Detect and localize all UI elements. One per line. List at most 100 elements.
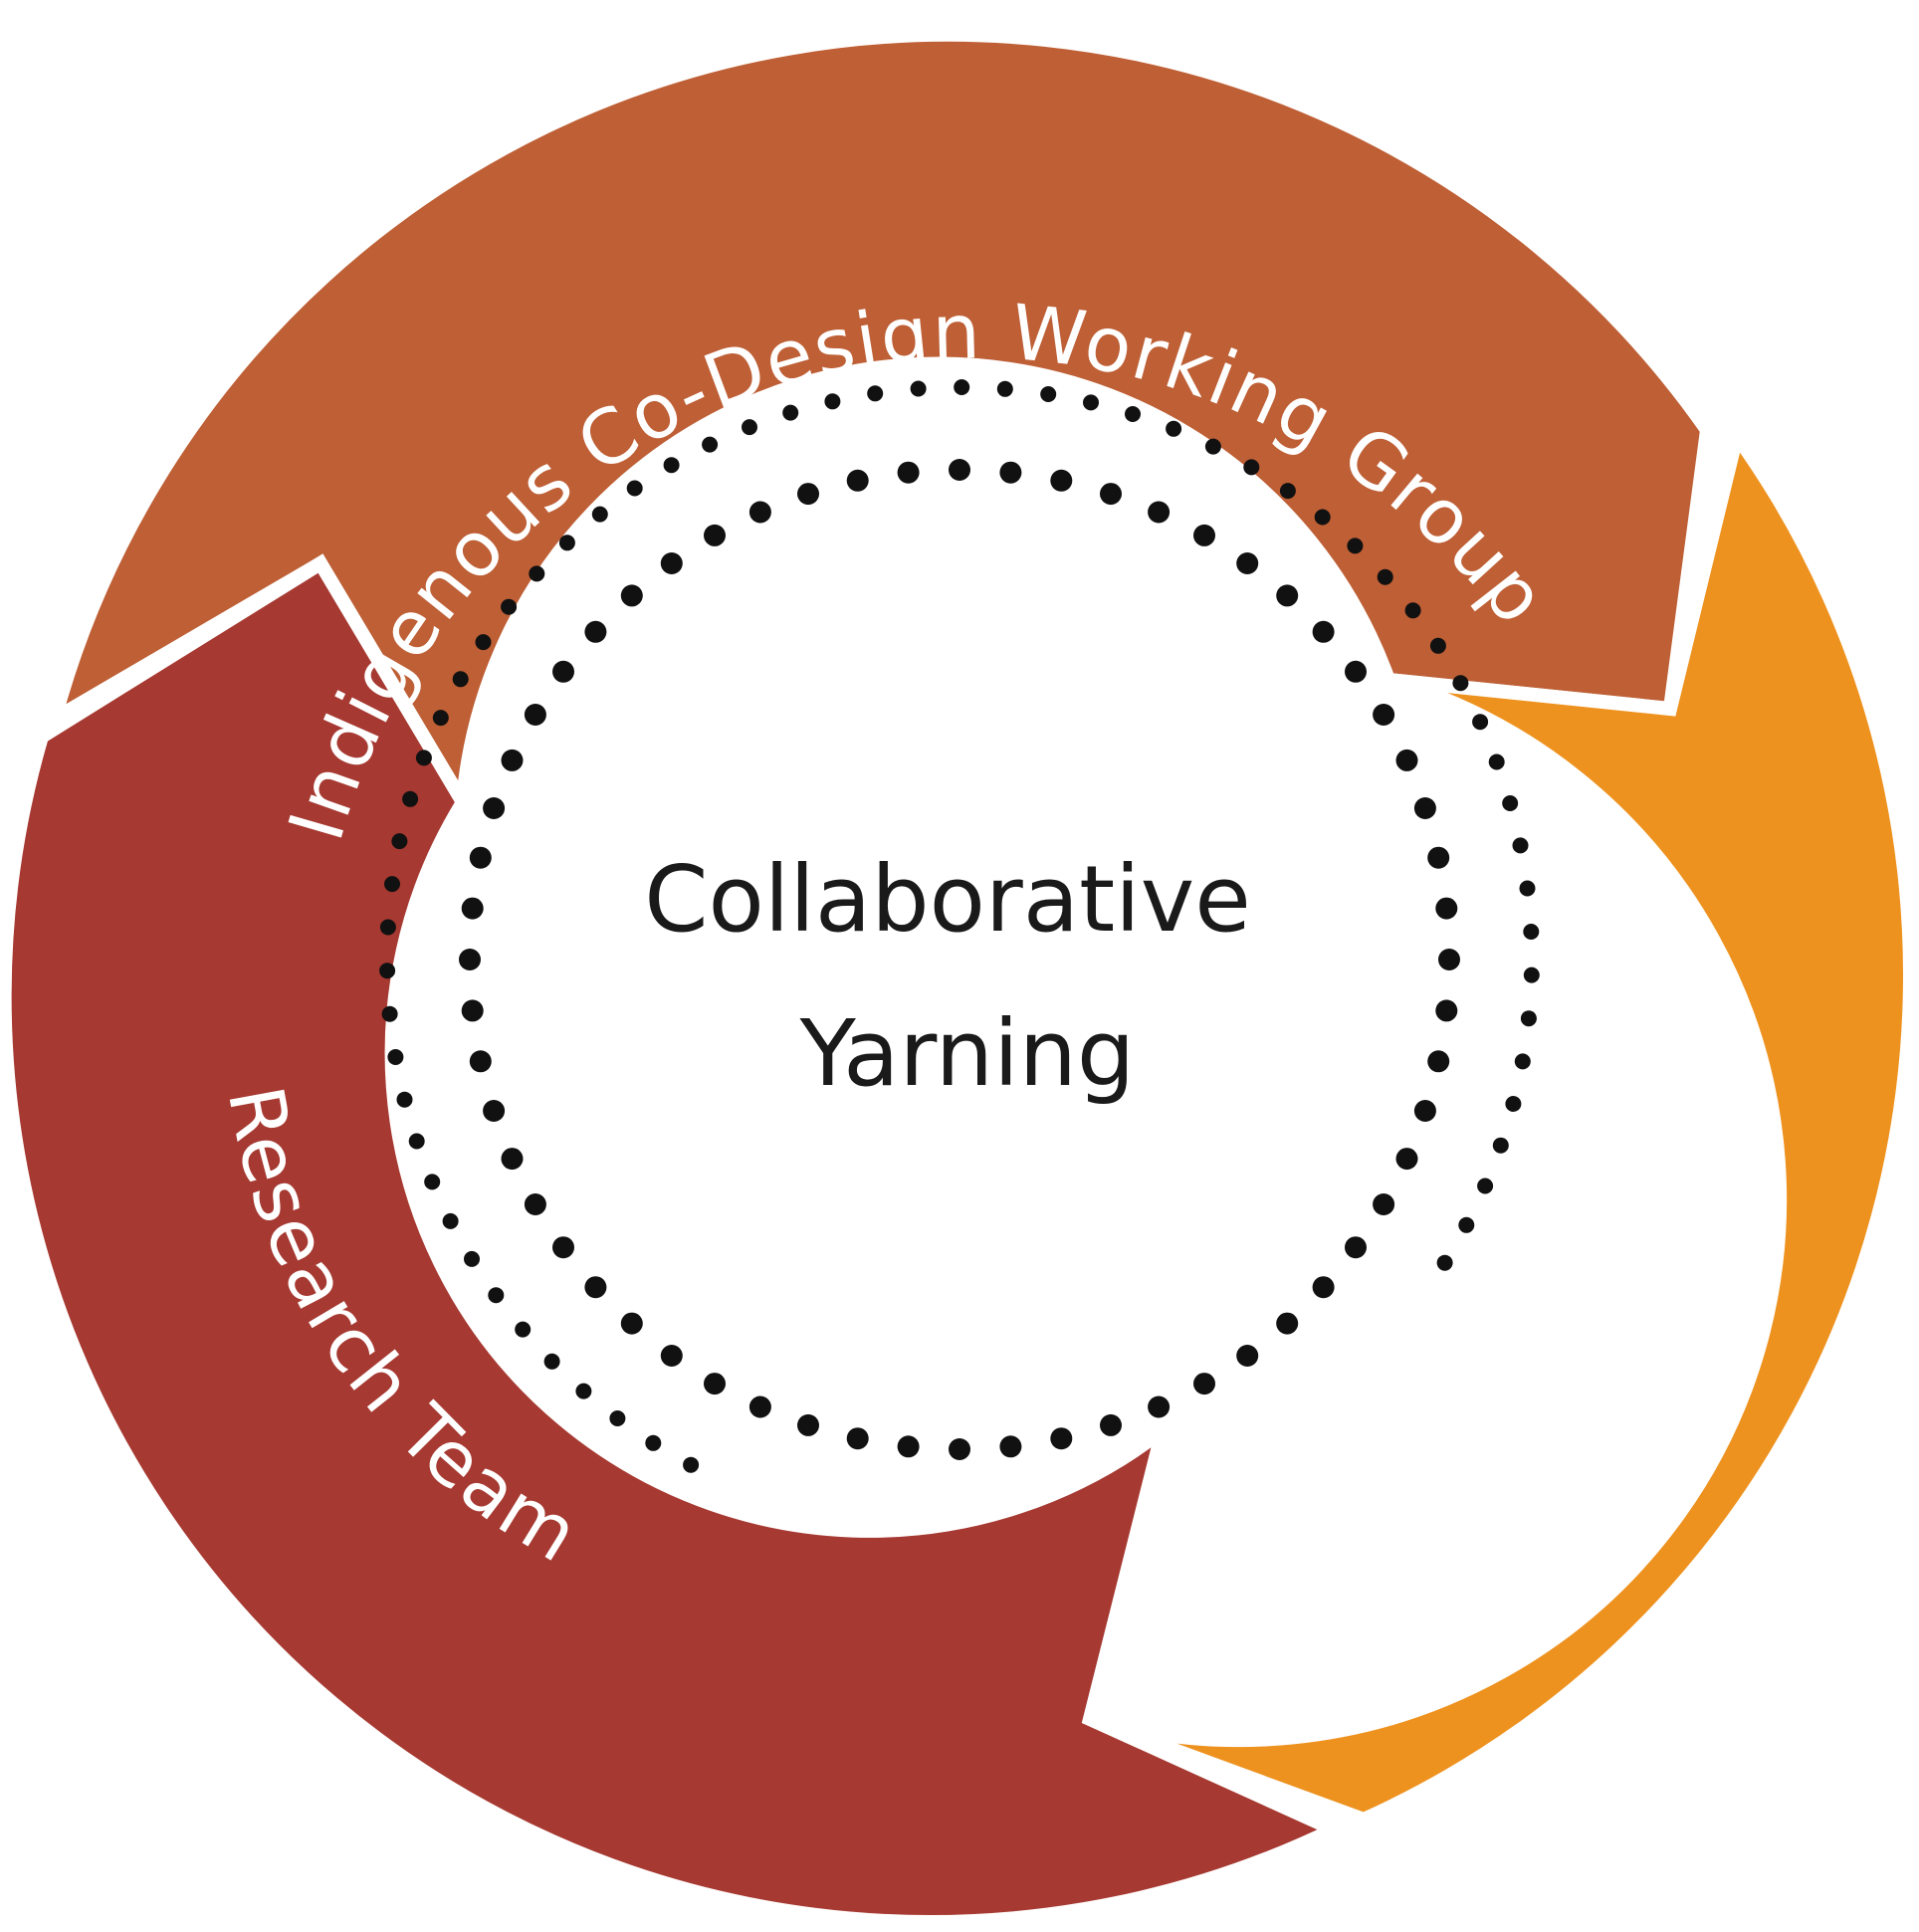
ring-dot bbox=[384, 876, 400, 893]
ring-dot bbox=[1148, 501, 1171, 524]
ring-dot bbox=[1279, 483, 1296, 500]
center-title-line1: Collaborative bbox=[644, 846, 1251, 953]
ring-dot bbox=[469, 1050, 492, 1073]
ring-dot bbox=[1492, 1137, 1509, 1154]
ring-dot bbox=[1050, 469, 1073, 492]
segment-cancer-australia bbox=[1087, 419, 1917, 1827]
segment-cancer-arrow bbox=[1087, 419, 1917, 1827]
ring-dot bbox=[1520, 1010, 1537, 1027]
ring-dot bbox=[1125, 406, 1141, 422]
ring-dot bbox=[897, 461, 920, 484]
ring-dot bbox=[1100, 483, 1122, 506]
ring-dot bbox=[645, 1434, 662, 1451]
ring-dot bbox=[391, 833, 408, 850]
ring-dot bbox=[1413, 1100, 1436, 1122]
ring-dot bbox=[846, 469, 869, 492]
ring-dot bbox=[1050, 1427, 1073, 1450]
ring-dot bbox=[999, 1435, 1022, 1458]
ring-dot bbox=[1148, 1395, 1171, 1418]
ring-dot bbox=[387, 1049, 404, 1065]
ring-dot bbox=[1477, 1178, 1494, 1194]
ring-dot bbox=[459, 949, 481, 970]
ring-dot bbox=[910, 380, 927, 397]
ring-dot bbox=[1243, 459, 1260, 476]
ring-dot bbox=[543, 1353, 560, 1370]
ring-dot bbox=[748, 1395, 771, 1418]
ring-dot bbox=[1204, 438, 1221, 455]
ring-dot bbox=[702, 436, 719, 453]
ring-dot bbox=[620, 584, 643, 607]
ring-dot bbox=[1395, 749, 1418, 771]
ring-dot bbox=[461, 897, 484, 920]
segment-research-team bbox=[0, 553, 1351, 1929]
ring-dot bbox=[1512, 837, 1529, 854]
ring-dot bbox=[1166, 420, 1182, 437]
ring-dot bbox=[1435, 999, 1458, 1022]
ring-dot bbox=[1345, 660, 1367, 683]
ring-dot bbox=[999, 461, 1022, 484]
ring-dot bbox=[552, 1236, 574, 1259]
ring-dot bbox=[683, 1456, 700, 1473]
ring-dot bbox=[824, 393, 841, 410]
ring-dot bbox=[1413, 797, 1436, 819]
ring-dot bbox=[1514, 1053, 1531, 1070]
ring-dot bbox=[704, 524, 726, 546]
ring-dot bbox=[469, 846, 492, 869]
ring-dot bbox=[867, 385, 884, 402]
ring-dot bbox=[782, 404, 799, 421]
ring-dot bbox=[748, 501, 771, 524]
ring-dot bbox=[1373, 1193, 1395, 1215]
ring-dot bbox=[475, 634, 492, 651]
ring-dot bbox=[501, 749, 524, 771]
ring-dot bbox=[797, 483, 819, 506]
ring-dot bbox=[483, 797, 506, 819]
ring-dot bbox=[584, 620, 607, 643]
ring-dot bbox=[1502, 795, 1519, 811]
ring-dot bbox=[1236, 552, 1259, 574]
ring-dot bbox=[483, 1100, 506, 1122]
segment-research-arrow bbox=[0, 553, 1351, 1929]
ring-dot bbox=[1193, 524, 1215, 546]
ring-dot bbox=[1377, 568, 1393, 585]
ring-dot bbox=[1452, 675, 1469, 692]
ring-dot bbox=[897, 1435, 920, 1458]
center-title-line2: Yarning bbox=[799, 1000, 1136, 1107]
ring-dot bbox=[1312, 1276, 1335, 1299]
ring-dot bbox=[846, 1427, 869, 1450]
ring-dot bbox=[954, 379, 970, 395]
dotted-ring-outer bbox=[379, 379, 1540, 1473]
ring-dot bbox=[461, 999, 484, 1022]
ring-dot bbox=[452, 671, 469, 688]
ring-dot bbox=[1458, 1216, 1475, 1233]
ring-dot bbox=[1395, 1148, 1418, 1171]
ring-dot bbox=[1472, 714, 1489, 731]
ring-dot bbox=[1345, 1236, 1367, 1259]
ring-dot bbox=[1427, 1050, 1450, 1073]
ring-dot bbox=[660, 552, 683, 574]
ring-dot bbox=[996, 380, 1013, 397]
ring-dot bbox=[663, 457, 680, 474]
ring-dot bbox=[402, 790, 419, 807]
ring-dot bbox=[396, 1091, 413, 1108]
ring-dot bbox=[660, 1345, 683, 1367]
ring-dot bbox=[1276, 1312, 1299, 1335]
ring-dot bbox=[1100, 1413, 1122, 1436]
ring-dot bbox=[424, 1174, 441, 1190]
ring-dot bbox=[1040, 386, 1057, 402]
ring-dot bbox=[591, 506, 608, 523]
center-disc bbox=[484, 484, 1435, 1435]
ring-dot bbox=[1523, 924, 1540, 940]
ring-dot bbox=[1519, 880, 1536, 897]
ring-dot bbox=[1083, 394, 1099, 411]
ring-dot bbox=[501, 1148, 524, 1171]
ring-dot bbox=[1347, 537, 1364, 554]
ring-dot bbox=[1429, 637, 1446, 654]
ring-dot bbox=[524, 1193, 546, 1215]
ring-dot bbox=[609, 1410, 626, 1426]
ring-dot bbox=[1436, 1254, 1453, 1271]
ring-dot bbox=[515, 1321, 532, 1338]
ring-dot bbox=[501, 598, 518, 615]
ring-dot bbox=[620, 1312, 643, 1335]
ring-dot bbox=[415, 750, 432, 766]
